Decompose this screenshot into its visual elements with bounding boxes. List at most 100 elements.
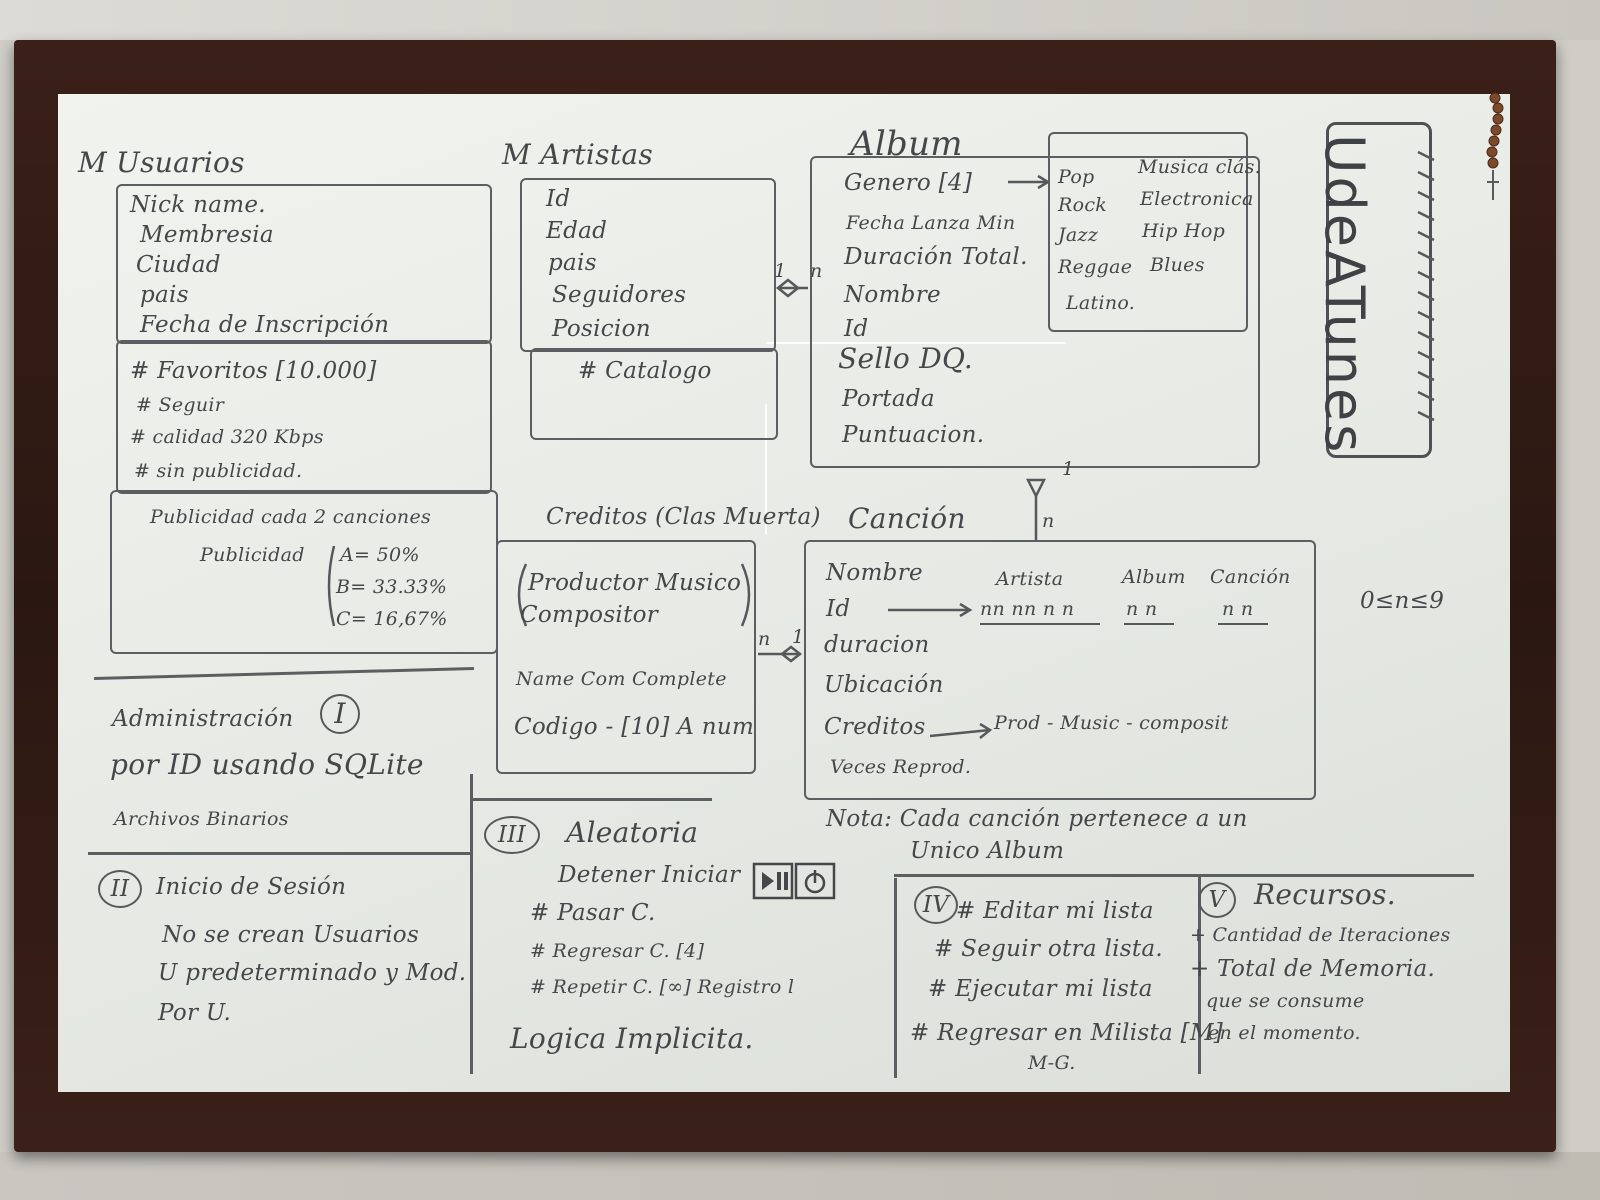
cancion-attr-0: Nombre xyxy=(826,560,923,586)
section1-line3: Archivos Binarios xyxy=(114,808,289,830)
rel-album-cancion-bottom: n xyxy=(1042,510,1055,532)
section5-line-0: + Cantidad de Iteraciones xyxy=(1190,924,1451,946)
creditos-attr-0: Name Com Complete xyxy=(516,668,727,690)
album-attr-6: Portada xyxy=(842,386,935,412)
section5-line-3: en el momento. xyxy=(1208,1022,1361,1044)
section4-line-4: M-G. xyxy=(1028,1052,1076,1074)
cancion-title: Canción xyxy=(848,502,966,535)
creditos-role-1: Compositor xyxy=(520,602,659,628)
credits-expansion: Prod - Music - composit xyxy=(994,712,1229,734)
section3-title: Aleatoria xyxy=(566,816,699,849)
usuarios-attr-3: pais xyxy=(140,282,189,308)
rel-artista-album-right: n xyxy=(810,260,823,282)
genero-5: Hip Hop xyxy=(1142,220,1226,242)
cancion-attr-3: Ubicación xyxy=(824,672,944,698)
rel-creditos-cancion-left: n xyxy=(758,628,771,650)
id-header-cancion: Canción xyxy=(1210,566,1291,588)
album-attr-0: Genero [4] xyxy=(844,170,973,196)
genero-2: Rock xyxy=(1058,194,1108,216)
brand-box xyxy=(1326,122,1432,458)
usuarios-attr-0: Nick name. xyxy=(130,192,266,218)
publicidad-value-b: B= 33.33% xyxy=(336,576,448,598)
section3-footer: Logica Implicita. xyxy=(510,1022,754,1055)
brand-hatching xyxy=(1417,150,1435,422)
divider-section3-top xyxy=(472,798,712,801)
genero-8: Latino. xyxy=(1066,292,1136,314)
artistas-attr-2: pais xyxy=(548,250,597,276)
cancion-attr-1: Id xyxy=(826,596,851,622)
album-box xyxy=(810,156,1260,468)
publicidad-value-a: A= 50% xyxy=(340,544,420,566)
section1-numeral: I xyxy=(320,694,360,734)
album-attr-4: Id xyxy=(844,316,869,342)
genero-4: Jazz xyxy=(1058,224,1099,246)
section3-line-2: # Regresar C. [4] xyxy=(530,940,705,962)
rel-artista-album-left: 1 xyxy=(774,260,787,282)
section4-line-3: # Regresar en Milista [M] xyxy=(910,1020,1224,1046)
section3-line-3: # Repetir C. [∞] Registro l xyxy=(530,976,795,998)
artistas-attr-4: Posicion xyxy=(552,316,651,342)
id-constraint: 0≤n≤9 xyxy=(1360,588,1445,614)
whiteboard: UdeATunes xyxy=(58,94,1510,1092)
cancion-note-line1: Nota: Cada canción pertenece a un xyxy=(826,806,1248,832)
album-attr-3: Nombre xyxy=(844,282,941,308)
wall-bottom xyxy=(0,1152,1600,1200)
section4-line-0: # Editar mi lista xyxy=(956,898,1154,924)
divider-admin-bottom xyxy=(88,852,472,855)
id-digits-artista: nn nn n n xyxy=(980,598,1075,620)
usuarios-methods-box xyxy=(116,340,492,494)
cancion-box xyxy=(804,540,1316,800)
rosary-decoration xyxy=(1486,92,1504,200)
cancion-attr-2: duracion xyxy=(824,632,930,658)
section2-title: Inicio de Sesión xyxy=(156,874,347,900)
section2-line-1: U predeterminado y Mod. xyxy=(158,960,467,986)
publicidad-value-c: C= 16,67% xyxy=(336,608,448,630)
section3-numeral: III xyxy=(484,816,540,854)
artistas-title: M Artistas xyxy=(502,138,654,171)
generos-box xyxy=(1048,132,1248,332)
creditos-attr-1: Codigo - [10] A num xyxy=(514,714,755,740)
usuarios-attr-2: Ciudad xyxy=(136,252,221,278)
section5-line-1: + Total de Memoria. xyxy=(1190,956,1436,982)
cancion-attr-4: Creditos xyxy=(824,714,926,740)
genero-3: Electronica xyxy=(1140,188,1254,210)
section4-line-1: # Seguir otra lista. xyxy=(934,936,1164,962)
section2-line-2: Por U. xyxy=(158,1000,232,1026)
usuarios-attr-4: Fecha de Inscripción xyxy=(140,312,390,338)
section4-line-2: # Ejecutar mi lista xyxy=(928,976,1153,1002)
artistas-attributes-box xyxy=(520,178,776,352)
album-attr-2: Duración Total. xyxy=(844,244,1028,270)
section4-numeral: IV xyxy=(914,886,958,924)
creditos-box xyxy=(496,540,756,774)
rel-album-cancion-top: 1 xyxy=(1062,458,1075,480)
album-attr-5: Sello DQ. xyxy=(838,342,974,375)
section2-numeral: II xyxy=(98,870,142,908)
play-pause-icon xyxy=(752,862,794,900)
artistas-method-0: # Catalogo xyxy=(578,358,712,384)
genero-7: Blues xyxy=(1150,254,1205,276)
usuarios-title: M Usuarios xyxy=(78,146,245,179)
artistas-attr-1: Edad xyxy=(546,218,608,244)
artistas-attr-3: Seguidores xyxy=(552,282,687,308)
section5-numeral: V xyxy=(1198,882,1236,918)
cancion-attr-5: Veces Reprod. xyxy=(830,756,972,778)
divider-vertical-mid xyxy=(894,878,897,1078)
id-header-album: Album xyxy=(1122,566,1186,588)
cancion-note-line2: Unico Album xyxy=(910,838,1065,864)
divider-vertical-right xyxy=(1198,874,1201,1074)
section5-line-2: que se consume xyxy=(1206,990,1365,1012)
id-digits-album: n n xyxy=(1126,598,1158,620)
id-header-artista: Artista xyxy=(996,568,1064,590)
divider-vertical-left xyxy=(470,774,473,1074)
glare-vertical xyxy=(765,404,767,534)
usuarios-attributes-box xyxy=(116,184,492,344)
creditos-role-0: Productor Musico xyxy=(528,570,742,596)
section2-line-0: No se crean Usuarios xyxy=(162,922,420,948)
artistas-methods-box xyxy=(530,348,778,440)
usuarios-method-3: # sin publicidad. xyxy=(134,460,303,482)
id-digits-cancion: n n xyxy=(1222,598,1254,620)
connector-lines xyxy=(327,150,1435,900)
usuarios-method-0: # Favoritos [10.000] xyxy=(130,358,377,384)
glare-horizontal xyxy=(766,342,1066,344)
power-icon xyxy=(794,862,836,900)
